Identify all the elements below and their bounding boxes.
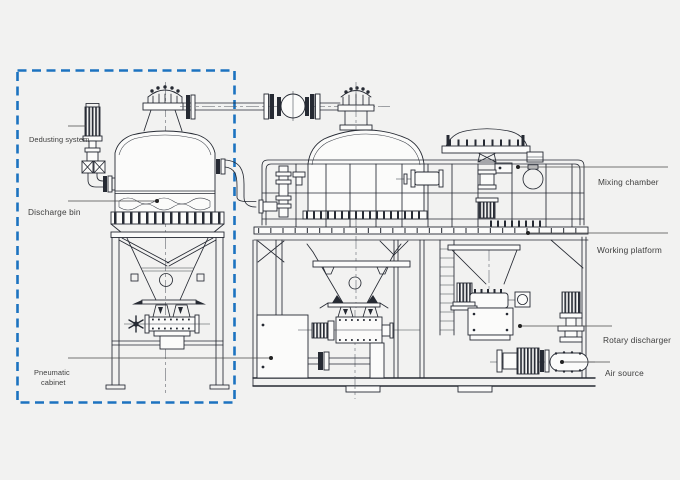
callouts: Dedusting system Discharge bin Pneumatic… (28, 125, 671, 387)
air-source-motor (557, 291, 585, 343)
skid-structure (252, 82, 596, 399)
second-discharge-vessel (302, 82, 428, 308)
highlight-dashed-box (16, 69, 236, 404)
valve-impeller (128, 315, 144, 333)
callout-rotary-discharger: Rotary discharger (518, 324, 671, 345)
discharge-bin-hopper-valve (124, 237, 210, 350)
rotary-discharger-assembly (447, 244, 531, 341)
center-hopper-assembly (298, 243, 420, 379)
discharge-bin-stand (105, 231, 230, 390)
transfer-pipe (216, 158, 257, 208)
label-dedusting-system: Dedusting system (29, 135, 89, 144)
platform-equipment (258, 165, 499, 219)
callout-working-platform: Working platform (526, 231, 668, 255)
label-mixing-chamber: Mixing chamber (598, 177, 659, 187)
callout-air-source: Air source (560, 360, 644, 378)
label-pneumatic-cabinet-line2: cabinet (41, 378, 66, 387)
discharge-bin-top-neck (142, 85, 184, 132)
railing (261, 159, 585, 228)
callout-pneumatic-cabinet: Pneumatic cabinet (34, 356, 273, 387)
cabinet-outlet-pipe (307, 351, 371, 371)
ladder-column (439, 239, 455, 336)
callout-discharge-bin: Discharge bin (28, 199, 159, 217)
base-frame (252, 236, 596, 399)
callout-mixing-chamber: Mixing chamber (516, 165, 668, 187)
label-working-platform: Working platform (597, 245, 662, 255)
label-discharge-bin: Discharge bin (28, 207, 81, 217)
working-platform (253, 226, 589, 269)
top-piping (180, 86, 390, 131)
chamber-support-stack (475, 169, 499, 219)
label-rotary-discharger: Rotary discharger (603, 335, 671, 345)
label-pneumatic-cabinet-line1: Pneumatic (34, 368, 70, 377)
pneumatic-cabinet-box (256, 314, 309, 379)
discharge-bin-unit (81, 82, 257, 393)
ball-valve (277, 91, 309, 121)
dedusting-unit (81, 103, 117, 193)
air-source-unit (490, 291, 595, 375)
mixing-chamber (441, 128, 544, 227)
discharge-bin-vessel (110, 130, 225, 238)
agitator (396, 169, 444, 188)
label-air-source: Air source (605, 368, 644, 378)
callout-dedusting-system: Dedusting system (29, 125, 89, 144)
